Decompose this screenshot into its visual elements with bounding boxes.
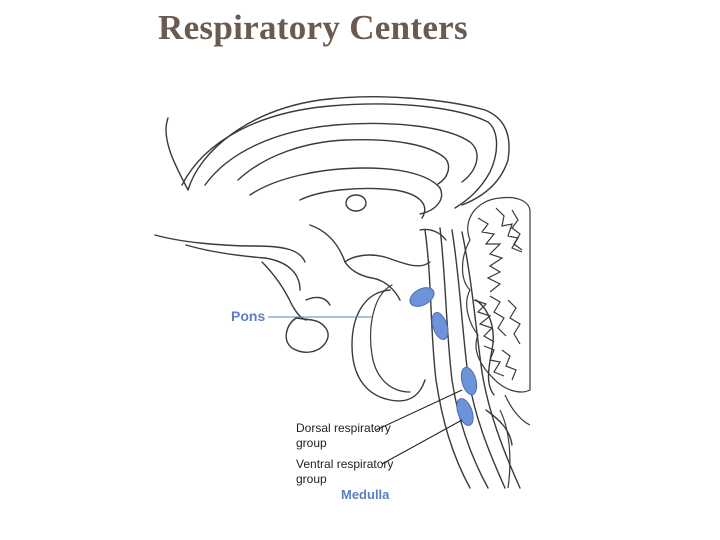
medulla-left-border (504, 394, 531, 426)
dorsal-respiratory-group-oval (460, 366, 478, 396)
leader-lines (268, 316, 463, 465)
cortex-outer-contour (165, 96, 510, 206)
medulla-outline (499, 409, 511, 489)
ventral-group-label-line2: group (296, 472, 327, 486)
brainstem-column-2 (439, 227, 489, 489)
dorsal-leader-line (375, 389, 463, 431)
brainstem-column-4 (461, 231, 521, 489)
aqueduct-contour (419, 228, 447, 241)
cerebellar-folia (473, 207, 523, 381)
ventral-group-label-line1: Ventral respiratory (296, 457, 393, 471)
pituitary-outline (285, 317, 329, 353)
pneumotaxic-center (409, 287, 435, 307)
medulla-label: Medulla (341, 487, 390, 502)
fornix-contour (249, 167, 443, 215)
ventral-respiratory-group-oval (456, 398, 474, 426)
pons-outline (351, 289, 426, 402)
dorsal-group-label-line1: Dorsal respiratory (296, 421, 391, 435)
tectum-contour (344, 261, 401, 301)
ventral-leader-line (381, 419, 463, 465)
cerebellum (461, 196, 531, 393)
cerebellum-outline (461, 196, 531, 393)
brainstem-column-1 (424, 229, 471, 489)
corpus-callosum-lower (204, 122, 478, 186)
dorsal-group-label-line2: group (296, 436, 327, 450)
pons-label: Pons (231, 308, 265, 324)
slide-title: Respiratory Centers (158, 8, 468, 47)
medulla-contour (485, 409, 513, 446)
mammillary-body (345, 194, 367, 212)
corpus-callosum-upper (181, 103, 498, 209)
respiratory-centers (409, 287, 478, 426)
cingulate-contour (185, 244, 301, 291)
thalamus-contour (299, 187, 426, 219)
pons-inner-contour (370, 284, 411, 393)
medulla-region (499, 394, 531, 489)
apneustic-center (431, 312, 449, 340)
frontal-lower-contour (154, 234, 306, 263)
corpus-callosum-inner (237, 138, 450, 185)
infundibulum-contour (305, 296, 331, 306)
fourth-ventricle-contour (475, 299, 495, 396)
hypothalamus-contour (261, 261, 307, 321)
midbrain-contour (309, 224, 431, 267)
